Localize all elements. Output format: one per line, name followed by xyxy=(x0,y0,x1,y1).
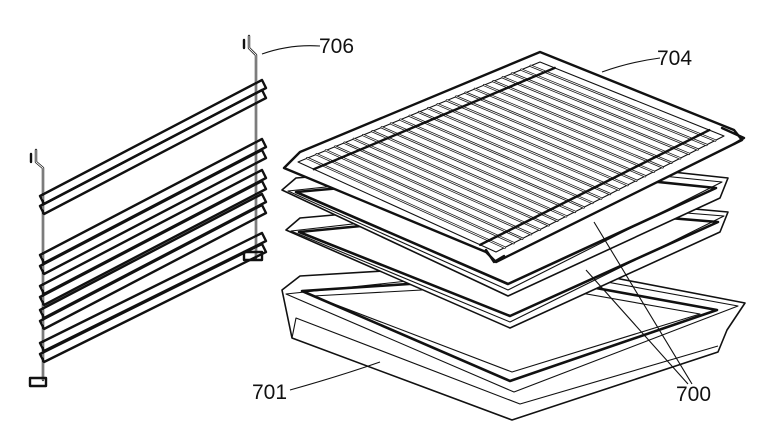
grid-bar xyxy=(446,100,637,182)
grid-bar xyxy=(325,150,523,240)
grid-bar xyxy=(474,88,664,168)
grid-bar xyxy=(381,126,576,213)
grid-bar xyxy=(353,138,550,226)
grid-bar xyxy=(465,92,655,173)
callout-700: 700 xyxy=(676,383,712,406)
callout-706: 706 xyxy=(319,35,355,58)
grid-bar xyxy=(418,111,611,195)
grid-bar xyxy=(437,103,628,186)
grid-shelf-bars xyxy=(306,64,717,249)
grid-bar xyxy=(493,80,681,159)
grid-bar xyxy=(362,134,558,222)
leader-700-upper xyxy=(593,221,693,385)
grid-bar xyxy=(511,73,699,150)
grid-bar xyxy=(306,157,506,248)
grid-bar xyxy=(530,65,716,141)
grid-bar xyxy=(427,107,620,190)
grid-bar xyxy=(409,115,602,199)
grid-bar xyxy=(399,119,593,204)
grid-bar xyxy=(390,123,585,208)
leader-700-lower xyxy=(585,269,689,385)
leader-706 xyxy=(261,45,321,55)
callout-701: 701 xyxy=(252,381,288,404)
runner-level-2 xyxy=(38,137,268,276)
runner-level-3 xyxy=(38,168,268,307)
grid-cross-rail xyxy=(478,128,711,247)
leader-701 xyxy=(289,361,381,391)
callout-704: 704 xyxy=(657,47,693,70)
wire-grid-shelf xyxy=(282,50,746,264)
side-shelf-runner xyxy=(28,34,268,388)
leader-704 xyxy=(601,57,661,73)
grid-bar xyxy=(334,146,532,235)
grid-cross-rail xyxy=(312,66,556,171)
runner-level-5 xyxy=(38,231,268,364)
grid-bar xyxy=(502,76,690,155)
grid-bar xyxy=(520,69,707,146)
runner-back-rail xyxy=(247,34,258,260)
runner-level-1 xyxy=(38,78,268,216)
grid-bar xyxy=(316,153,514,244)
grid-bar xyxy=(483,84,672,164)
grid-bar xyxy=(455,96,646,177)
runner-level-4 xyxy=(38,192,268,331)
grid-bar xyxy=(372,130,567,217)
grid-bar xyxy=(344,142,541,231)
